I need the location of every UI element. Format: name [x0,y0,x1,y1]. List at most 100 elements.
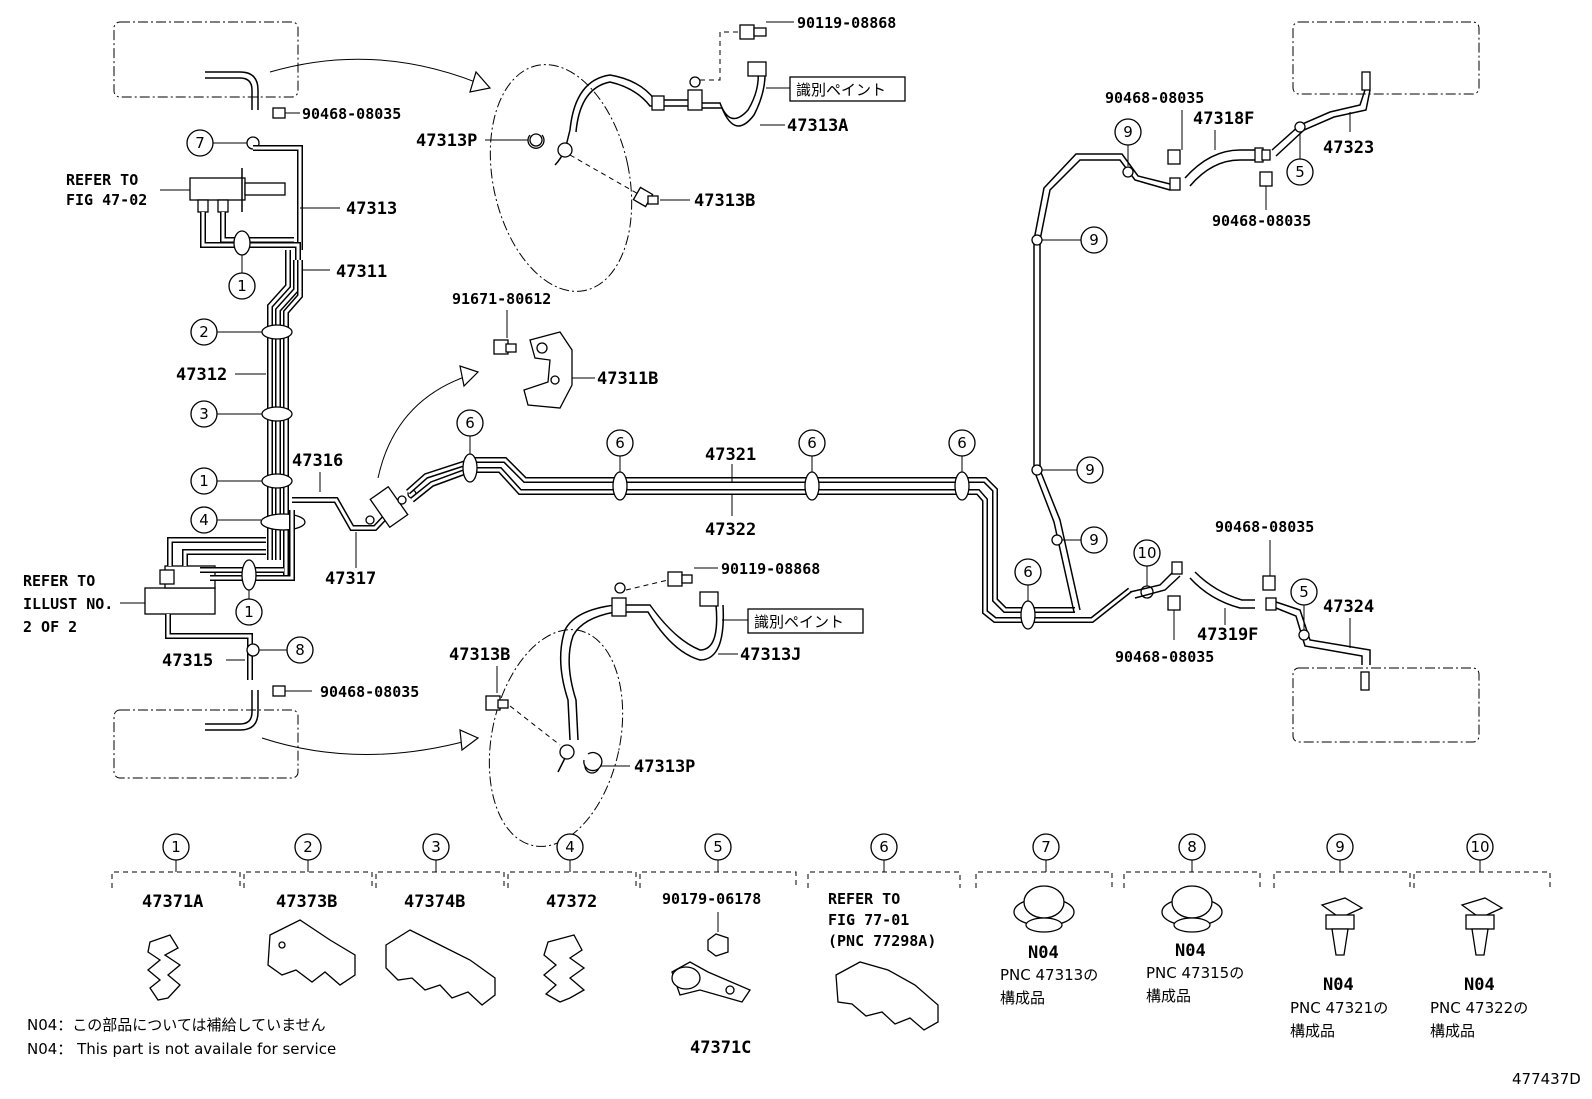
callout-3 [190,400,218,428]
label-47315: 47315 [162,651,213,671]
label-90119-top: 90119-08868 [797,14,896,32]
diagram-id: 477437D [1512,1070,1581,1088]
refer-illust-line1: REFER TO [23,572,95,590]
legend-item-3: 3 47374B [375,833,505,1006]
clamp-6-a [462,453,478,483]
legend-item-9: 9 N04 PNC 47321の 構成品 [1273,833,1411,1040]
label-47322: 47322 [705,520,756,540]
clamp-1-middle [261,473,293,489]
callout-6-d [948,429,976,457]
svg-text:5: 5 [1299,583,1309,601]
callout-6-a [456,409,484,437]
callout-5-top [1286,158,1314,186]
arrow-to-bracket-detail [377,374,471,479]
arrow-to-bottom-detail [261,737,471,755]
legend-code-8: N04 [1175,941,1206,961]
legend-pnc-10: PNC 47322の [1430,999,1528,1017]
label-90468-bottom-left: 90468-08035 [320,683,419,701]
svg-text:10: 10 [1137,544,1156,562]
svg-text:6: 6 [615,434,625,452]
label-90468-r4: 90468-08035 [1215,518,1314,536]
legend-part-4: 47372 [546,892,597,912]
label-47313B-bottom: 47313B [449,645,510,665]
legend-item-8: 8 N04 PNC 47315の 構成品 [1123,833,1261,1005]
legend-code-9: N04 [1323,975,1354,995]
master-cylinder-valve [189,177,246,201]
legend-part-1: 47371A [142,892,203,912]
label-47317: 47317 [325,569,376,589]
callout-10 [1133,539,1161,567]
clamp-2 [261,324,293,340]
label-90468-top-left: 90468-08035 [302,105,401,123]
svg-text:7: 7 [195,134,205,152]
paint-mark-bottom: 識別ペイント [754,613,844,631]
label-90468-r2: 90468-08035 [1212,212,1311,230]
legend-kosei-8: 構成品 [1146,987,1191,1005]
svg-text:5: 5 [713,838,723,856]
svg-text:5: 5 [1295,163,1305,181]
bolt-47313B-top [632,186,659,208]
label-90468-r3: 90468-08035 [1115,648,1214,666]
callout-9-d [1114,118,1142,146]
bolt-90119-bottom [667,571,693,587]
clip-90468-top-left [272,107,286,119]
grommet-7-icon [1013,885,1075,933]
callout-1-upper [228,272,256,300]
clamp-6-b [612,471,628,501]
paint-mark-top: 識別ペイント [796,81,886,99]
callout-4 [190,506,218,534]
legend-kosei-10: 構成品 [1430,1022,1475,1040]
label-47313P-top: 47313P [416,131,477,151]
svg-text:9: 9 [1085,461,1095,479]
label-47318F: 47318F [1193,109,1254,129]
legend-item-10: 10 N04 PNC 47322の 構成品 [1413,833,1551,1040]
label-90468-r1: 90468-08035 [1105,89,1204,107]
legend-item-1: 1 47371A [111,833,241,1001]
clamp-1-lower [241,559,257,591]
clamp-1-upper [233,230,251,256]
clamp-47371A-icon [146,934,182,1001]
clamp-77298A-icon [835,961,939,1031]
paint-mark-box-bottom [747,608,864,634]
legend-pnc-8: PNC 47315の [1146,964,1244,982]
bracket-47311B [523,331,573,409]
label-47313P-bottom: 47313P [634,757,695,777]
svg-text:3: 3 [199,405,209,423]
callout-5-bottom [1290,578,1318,606]
label-47313: 47313 [346,199,397,219]
clip-90468-r1 [1167,149,1181,165]
clip-9-d [1122,166,1134,178]
svg-text:6: 6 [879,838,889,856]
legend-ref-6-line2: FIG 77-01 [828,911,909,929]
legend-kosei-7: 構成品 [1000,989,1045,1007]
bottom-hose-detail-area [488,629,624,847]
label-47311: 47311 [336,262,387,282]
svg-text:8: 8 [295,641,305,659]
svg-text:6: 6 [465,414,475,432]
svg-text:2: 2 [303,838,313,856]
clip-9-icon [1320,897,1364,956]
clip-90468-r4 [1262,575,1276,591]
clamp-47374B-icon [385,929,496,1006]
label-47312: 47312 [176,365,227,385]
clamp-6-d [954,471,970,501]
legend-part-3: 47374B [404,892,465,912]
svg-text:7: 7 [1041,838,1051,856]
label-90119-bottom: 90119-08868 [721,560,820,578]
bolt-91671 [493,339,517,355]
clamp-6-c [804,471,820,501]
clip-90468-bottom-left [272,685,286,697]
pipe-junction [369,485,409,529]
legend-code-7: N04 [1028,943,1059,963]
callout-9-a [1080,226,1108,254]
legend-item-5: 5 90179-06178 47371C [639,833,797,1058]
clip-90468-r2 [1259,171,1273,187]
label-47313B-top: 47313B [694,191,755,211]
arrow-to-top-detail [269,58,491,89]
callout-6-c [798,429,826,457]
refer-illust-line3: 2 OF 2 [23,618,77,636]
refer-fig-line2: FIG 47-02 [66,191,147,209]
label-47316: 47316 [292,451,343,471]
clamp-3 [261,406,293,422]
callout-1-lower [235,598,263,626]
